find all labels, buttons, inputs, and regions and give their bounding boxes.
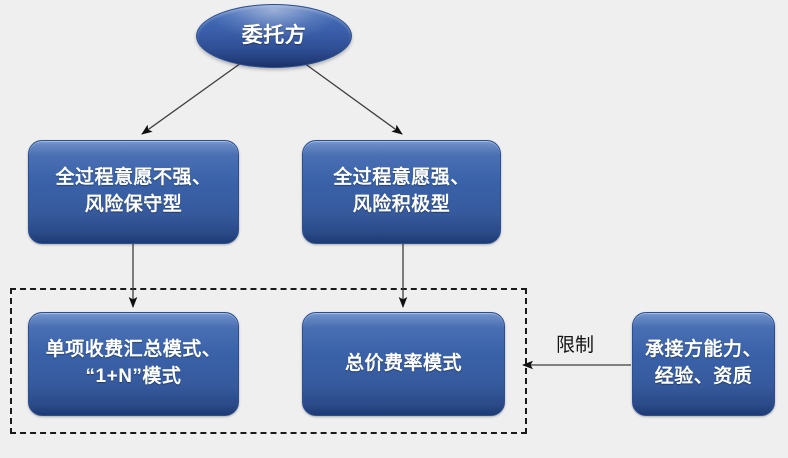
node-weak-will-label: 全过程意愿不强、 风险保守型: [55, 167, 212, 215]
node-client[interactable]: 委托方: [196, 4, 352, 68]
node-strong-will-label: 全过程意愿强、 风险积极型: [333, 167, 470, 215]
edge-client-to-strong-will: [303, 62, 403, 135]
node-weak-will[interactable]: 全过程意愿不强、 风险保守型: [28, 140, 239, 244]
node-itemized-mode[interactable]: 单项收费汇总模式、 “1+N”模式: [28, 312, 239, 416]
edge-client-to-weak-will: [141, 62, 242, 135]
edge-label-restrict: 限制: [556, 335, 595, 356]
node-client-label: 委托方: [241, 24, 307, 48]
node-contractor-capability[interactable]: 承接方能力、 经验、资质: [632, 312, 775, 416]
node-lumpsum-mode-label: 总价费率模式: [344, 352, 462, 374]
node-itemized-mode-label: 单项收费汇总模式、 “1+N”模式: [45, 339, 222, 387]
node-strong-will[interactable]: 全过程意愿强、 风险积极型: [302, 140, 501, 244]
node-lumpsum-mode[interactable]: 总价费率模式: [302, 312, 505, 416]
node-contractor-capability-label: 承接方能力、 经验、资质: [644, 339, 762, 387]
